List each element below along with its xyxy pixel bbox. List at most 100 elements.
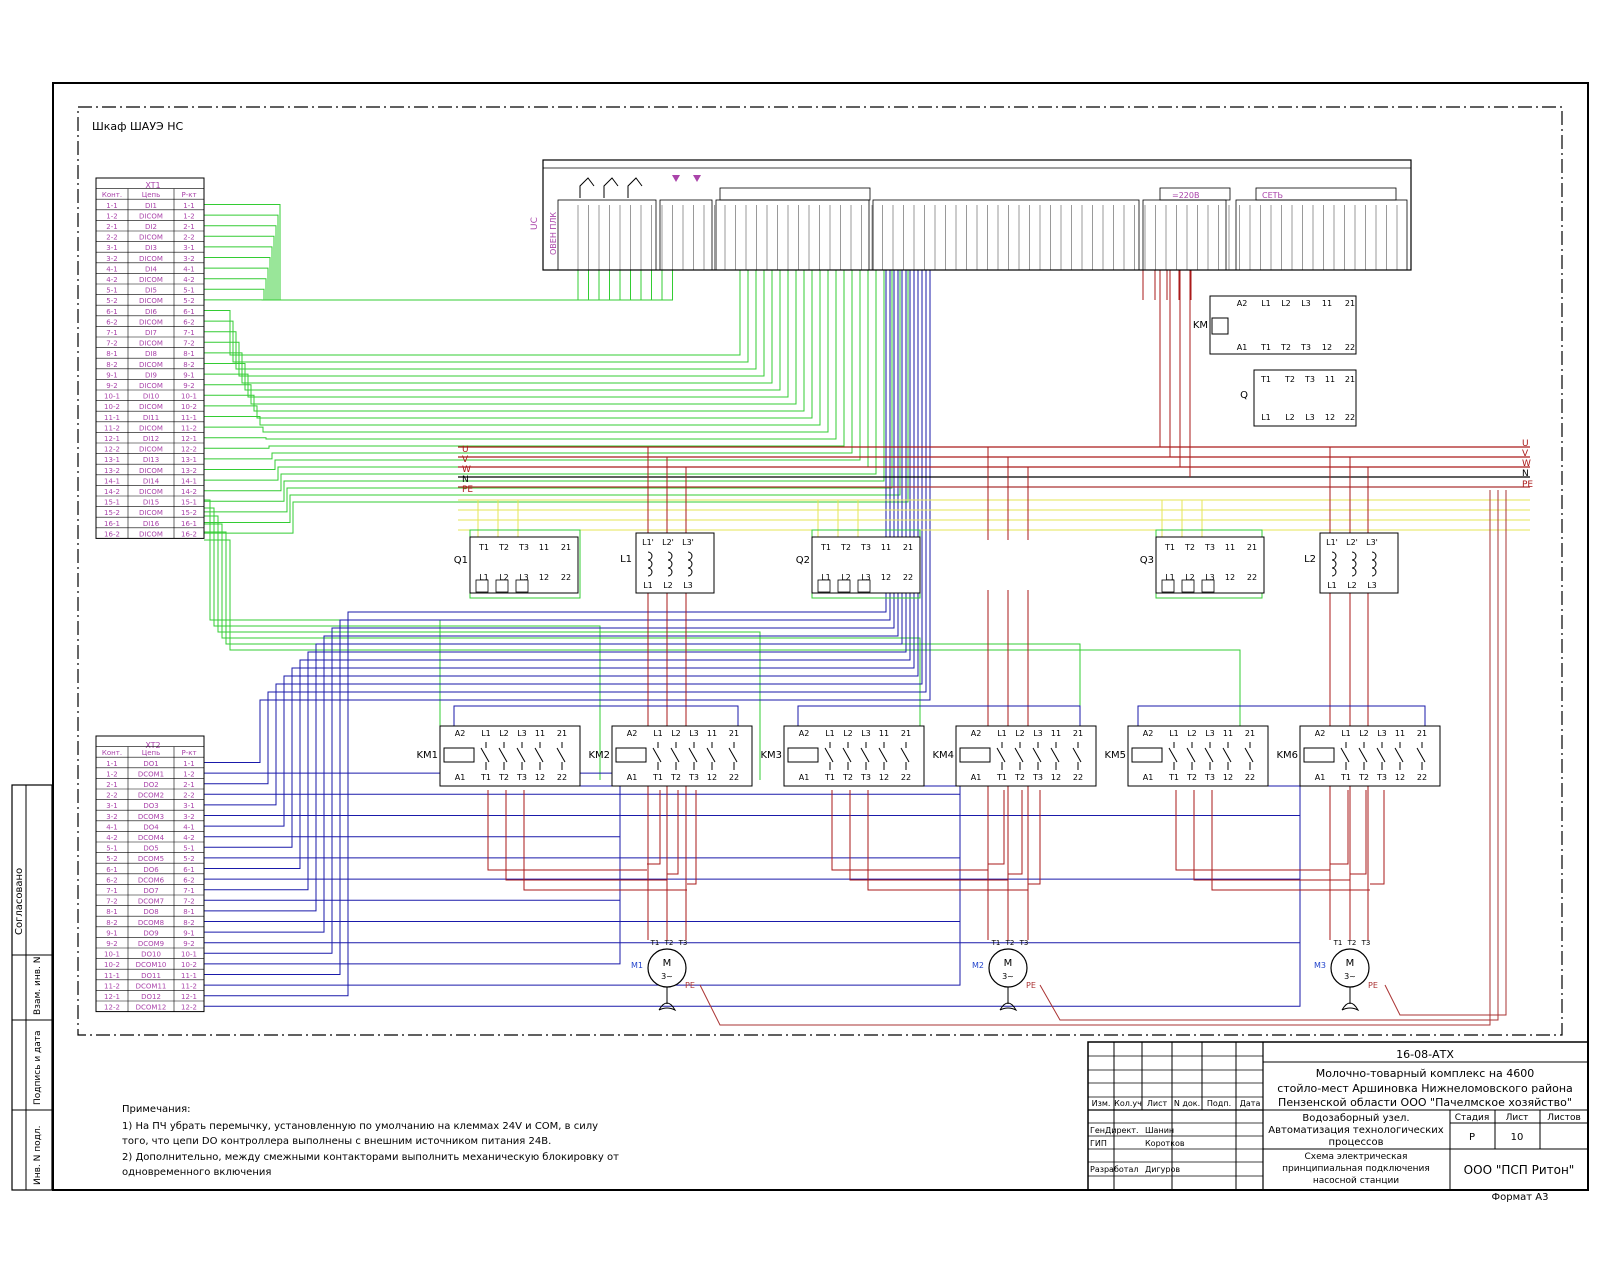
trip-icon [515, 579, 529, 593]
doc-line-2: принципиальная подключения [1282, 1164, 1430, 1174]
coil-icon [1211, 317, 1229, 335]
xt2-cell: DO1 [143, 760, 158, 768]
pin-label: L3 [519, 573, 529, 582]
sheet-number-value: 10 [1511, 1132, 1524, 1143]
contactor-output [487, 790, 647, 871]
pin-label: L1 [1261, 413, 1271, 422]
bus-label-n-left: N [462, 475, 469, 485]
contact-blade [1168, 747, 1178, 763]
plc-module [715, 199, 870, 271]
pin-label: L1 [825, 729, 835, 738]
breaker-q-main-body [1253, 369, 1357, 427]
xt1-header: Цепь [142, 191, 160, 199]
xt2-cell: DO11 [141, 972, 161, 980]
pin-label: L1 [643, 581, 653, 590]
breaker-q2-label: Q2 [796, 555, 810, 566]
pin-label: 12 [707, 773, 717, 782]
pin-label: L1 [479, 573, 489, 582]
reactor-l2-label: L2 [1304, 554, 1316, 565]
note-line-4: одновременного включения [122, 1167, 271, 1178]
contactor-output [1008, 790, 1023, 875]
pin-label: L1' [1326, 538, 1338, 547]
xt2-cell: 10-1 [104, 951, 120, 959]
contact-blade [1014, 747, 1024, 763]
pin-label: L1 [481, 729, 491, 738]
motor-pin: T3 [678, 939, 688, 947]
pin-label: L3 [861, 573, 871, 582]
xt1-cell: DI6 [145, 308, 157, 316]
pin-label: L1 [997, 729, 1007, 738]
pin-label: 11 [1223, 729, 1233, 738]
contactor-output [867, 790, 1028, 891]
xt1-cell: 12-2 [104, 446, 120, 454]
di-wire [204, 270, 845, 449]
pin-label: A1 [627, 773, 638, 782]
xt1-cell: DICOM [139, 382, 163, 390]
xt1-cell: 16-1 [181, 520, 197, 528]
motor-label: M2 [972, 961, 984, 970]
contactor-km4-label: KM4 [932, 750, 954, 761]
winding-icon [1331, 567, 1337, 577]
xt1-cell: DICOM [139, 424, 163, 432]
reactor-l2-body [1319, 532, 1399, 594]
xt1-cell: DICOM [139, 509, 163, 517]
pin-label: L3 [683, 581, 693, 590]
contact-blade [688, 747, 698, 763]
xt1-cell: 11-2 [181, 424, 197, 432]
pin-label: A1 [971, 773, 982, 782]
pin-label: 21 [1345, 299, 1355, 308]
xt2-cell: 5-1 [106, 845, 117, 853]
xt1-cell: 15-2 [181, 509, 197, 517]
xt2-cell: 2-2 [183, 792, 194, 800]
xt1-cell: 6-2 [106, 318, 117, 326]
xt1-cell: 10-2 [104, 403, 120, 411]
contactor-output [523, 790, 687, 891]
pin-label: 21 [561, 543, 571, 552]
contact-blade [1222, 747, 1232, 763]
di-wire [204, 270, 885, 502]
bus-label-w-right: W [1522, 459, 1531, 469]
drawing-frame [52, 82, 1589, 1191]
xt2-cell: 11-2 [181, 982, 197, 990]
xt1-cell: 13-2 [181, 467, 197, 475]
bus-labels-right: U V W N PE [1522, 439, 1533, 490]
xt2-header: Р-кт [181, 749, 196, 757]
xt1-cell: 10-1 [104, 393, 120, 401]
pin-label: L3 [517, 729, 527, 738]
xt2-cell: 1-1 [183, 760, 194, 768]
xt1-cell: 2-1 [183, 223, 194, 231]
pin-label: 12 [1225, 573, 1235, 582]
contactor-output [1350, 790, 1367, 875]
breaker-q3-label: Q3 [1140, 555, 1154, 566]
xt1-cell: 12-1 [181, 435, 197, 443]
xt2-cell: 1-2 [183, 770, 194, 778]
xt1-cell: 15-1 [104, 499, 120, 507]
contactor-km3-body [783, 725, 925, 787]
pin-label: T1 [478, 543, 489, 552]
trip-icon [857, 579, 871, 593]
pin-label: 12 [1325, 413, 1335, 422]
pin-label: 21 [1073, 729, 1083, 738]
title-block: 16-08-АТХ Молочно-товарный комплекс на 4… [1087, 1041, 1589, 1191]
pin-label: L3 [861, 729, 871, 738]
notes-block: Примечания: 1) На ПЧ убрать перемычку, у… [122, 1104, 619, 1178]
winding-icon [647, 567, 653, 577]
pin-label: T2 [1358, 773, 1369, 782]
coil-icon [1303, 747, 1335, 763]
motor-pin: T1 [991, 939, 1001, 947]
contactor-km1-label: KM1 [416, 750, 438, 761]
pin-label: L1 [821, 573, 831, 582]
controller-label: UC [530, 217, 540, 230]
xt2-cell: 9-1 [106, 929, 117, 937]
contact-blade [1204, 747, 1214, 763]
trip-icon [1201, 579, 1215, 593]
xt1-cell: 2-1 [106, 223, 117, 231]
winding-icon [1351, 567, 1357, 577]
pin-label: T2 [1284, 375, 1295, 384]
xt2-cell: DO7 [143, 887, 158, 895]
contactor-output [505, 790, 667, 881]
xt2-cell: DO2 [143, 781, 158, 789]
